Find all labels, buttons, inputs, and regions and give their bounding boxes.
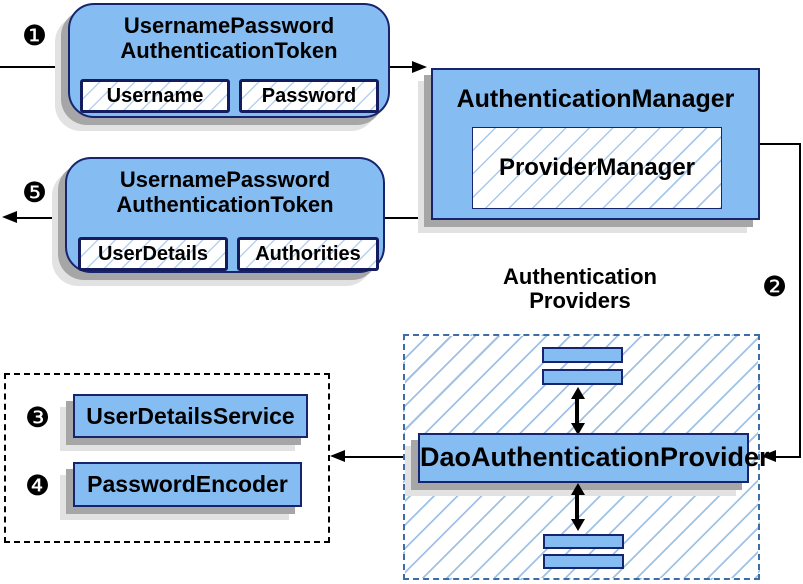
arrowhead-response-left — [2, 211, 17, 223]
password-encoder-box: PasswordEncoder — [73, 462, 302, 507]
authentication-providers-heading: Authentication Providers — [450, 265, 710, 313]
password-field-box: Password — [239, 79, 379, 113]
flow-line-dao-to-beans — [341, 456, 419, 458]
double-arrow-bottom-shaft — [575, 493, 579, 521]
provider-stack-bar-bottom-2 — [543, 554, 624, 569]
token-response-title-line1: UsernamePassword — [119, 167, 331, 192]
username-password-token-request-box: UsernamePassword AuthenticationToken Use… — [68, 3, 390, 118]
provider-stack-bar-top-2 — [542, 369, 623, 385]
step-5-badge: ❺ — [22, 176, 48, 209]
step-3-badge: ❸ — [25, 401, 51, 434]
arrowhead-into-authentication-manager — [412, 61, 427, 73]
providers-heading-line1: Authentication — [503, 264, 657, 289]
double-arrow-top-down-head — [571, 423, 585, 435]
double-arrow-top-up-head — [571, 387, 585, 399]
double-arrow-bottom-up-head — [571, 483, 585, 495]
dao-authentication-provider-box: DaoAuthenticationProvider — [418, 433, 770, 483]
userdetails-field-box: UserDetails — [78, 237, 228, 271]
flow-line-response-out — [14, 217, 66, 219]
double-arrow-bottom-down-head — [571, 519, 585, 531]
providers-heading-line2: Providers — [529, 288, 631, 313]
token-response-title-line2: AuthenticationToken — [116, 192, 334, 217]
step-4-badge: ❹ — [25, 469, 51, 502]
username-field-box: Username — [80, 79, 230, 113]
user-details-service-box: UserDetailsService — [73, 394, 308, 438]
authorities-field-box: Authorities — [237, 237, 379, 271]
arrowhead-into-dao-provider — [761, 450, 776, 462]
beans-container — [4, 373, 330, 543]
username-password-token-response-box: UsernamePassword AuthenticationToken Use… — [65, 157, 385, 273]
authentication-manager-title: AuthenticationManager — [456, 85, 735, 113]
flow-line-manager-to-response-token — [383, 217, 433, 219]
provider-stack-bar-bottom-1 — [543, 534, 624, 549]
token-request-title-line1: UsernamePassword — [123, 13, 335, 38]
token-response-title: UsernamePassword AuthenticationToken — [67, 159, 383, 217]
flow-line-manager-right — [760, 143, 801, 145]
provider-stack-bar-top-1 — [542, 347, 623, 363]
token-request-title-line2: AuthenticationToken — [120, 38, 338, 63]
arrowhead-into-beans-box — [330, 450, 345, 462]
flow-line-right-vertical — [799, 143, 801, 458]
step-1-badge: ❶ — [22, 19, 48, 52]
flow-line-into-dao — [776, 456, 801, 458]
token-request-title: UsernamePassword AuthenticationToken — [70, 5, 388, 63]
authentication-manager-box: AuthenticationManager ProviderManager — [431, 68, 760, 220]
provider-manager-box: ProviderManager — [472, 127, 722, 209]
step-2-badge: ❷ — [762, 270, 788, 303]
double-arrow-top-shaft — [575, 397, 579, 425]
